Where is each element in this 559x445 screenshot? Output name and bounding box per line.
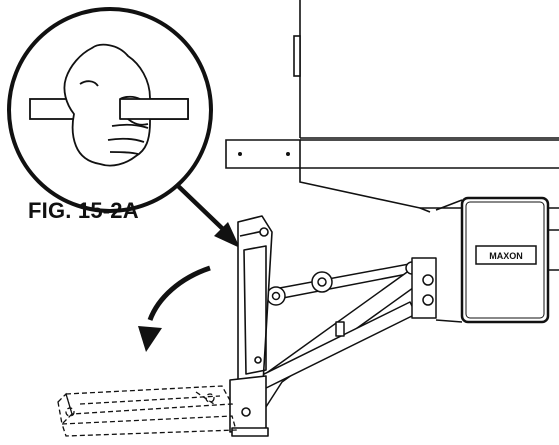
brand-plate: MAXON <box>489 251 523 261</box>
platform-unfolded-dashed <box>57 385 237 437</box>
truck-body <box>225 0 559 213</box>
pump-box: MAXON <box>435 196 559 324</box>
curved-arrow-icon <box>138 265 211 352</box>
figure-label: FIG. 15-2A <box>28 198 139 223</box>
magnifier-callout <box>7 7 213 213</box>
platform-folded <box>229 215 273 437</box>
lift-arm-assembly <box>245 257 437 411</box>
arrow-down-right-icon <box>174 182 240 248</box>
hand-grip-icon <box>63 43 189 167</box>
